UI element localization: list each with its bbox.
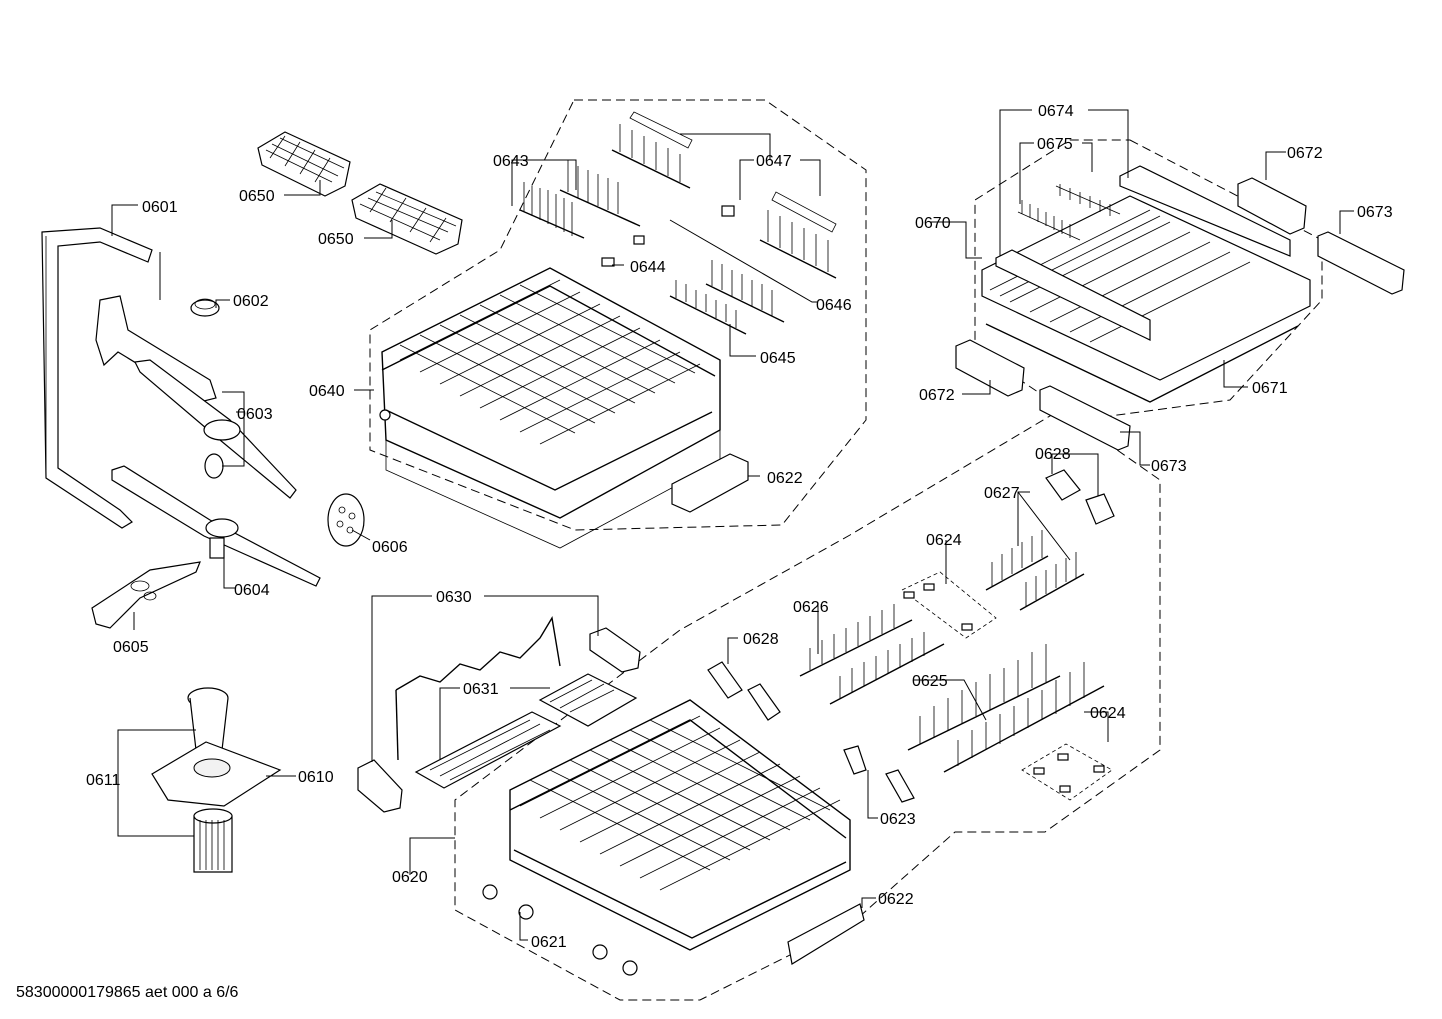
tine-rack-0643	[519, 160, 641, 239]
label-0626: 0626	[793, 599, 829, 616]
label-0671: 0671	[1252, 380, 1288, 397]
label-0643: 0643	[493, 153, 529, 170]
cutlery-tray-0631	[414, 673, 638, 789]
side-rail-0673-upper	[1317, 231, 1405, 295]
label-0672-upper: 0672	[1287, 145, 1323, 162]
label-0623: 0623	[880, 811, 916, 828]
label-0644: 0644	[630, 259, 666, 276]
lower-basket-group-outline	[454, 409, 1161, 1001]
cutlery-tray-0650-upper	[257, 131, 351, 197]
label-0673-lower: 0673	[1151, 458, 1187, 475]
pins-0624-lower	[1021, 743, 1113, 801]
label-0627: 0627	[984, 485, 1020, 502]
label-0674: 0674	[1038, 103, 1074, 120]
label-0672-lower: 0672	[919, 387, 955, 404]
label-0631: 0631	[463, 681, 499, 698]
label-0645: 0645	[760, 350, 796, 367]
label-0611: 0611	[86, 772, 121, 789]
tine-rack-0625	[907, 644, 1105, 773]
tine-rack-0645	[669, 260, 785, 335]
side-rail-0673-lower	[1039, 385, 1131, 451]
clips-0628-upper	[1045, 469, 1115, 525]
label-0630: 0630	[436, 589, 472, 606]
cutlery-tray-0650-lower	[351, 183, 463, 255]
label-0628-lower: 0628	[743, 631, 779, 648]
clip-0623	[843, 745, 915, 803]
label-0650-upper: 0650	[239, 188, 275, 205]
label-0601: 0601	[142, 199, 178, 216]
label-0624-upper: 0624	[926, 532, 962, 549]
pins-0624-upper	[901, 571, 997, 639]
label-0621: 0621	[531, 934, 567, 951]
spray-cover-0605	[91, 561, 201, 629]
leader-lines	[111, 109, 1354, 941]
document-id: 58300000179865 aet 000 a 6/6	[16, 984, 239, 1001]
label-0625: 0625	[912, 673, 948, 690]
label-0620: 0620	[392, 869, 428, 886]
label-0673-upper: 0673	[1357, 204, 1393, 221]
nut-0602	[190, 298, 220, 317]
upper-basket-group-outline	[369, 99, 867, 531]
label-0647: 0647	[756, 153, 792, 170]
lower-basket-0620	[509, 699, 851, 951]
upper-basket-0640	[379, 267, 721, 549]
label-0604: 0604	[234, 582, 270, 599]
clips-0628-lower	[707, 661, 781, 721]
label-0646: 0646	[816, 297, 852, 314]
label-0640: 0640	[309, 383, 345, 400]
label-0628-upper: 0628	[1035, 446, 1071, 463]
upper-spray-arm-0603	[95, 295, 297, 499]
filter-disc-0606	[327, 493, 365, 547]
label-0605: 0605	[113, 639, 149, 656]
basket-handle-0622-upper	[671, 453, 749, 513]
tine-rack-0627	[985, 530, 1085, 611]
tine-rack-0647	[611, 111, 837, 279]
label-0675: 0675	[1037, 136, 1073, 153]
wire-rack-0630	[357, 616, 641, 813]
label-0602: 0602	[233, 293, 269, 310]
wheels-0621	[482, 884, 638, 976]
label-0650-lower: 0650	[318, 231, 354, 248]
water-supply-pipe-0601	[41, 227, 153, 529]
part-labels: 0601 0602 0603 0604 0605 0606 0610 0611 …	[86, 103, 1393, 951]
label-0624-lower: 0624	[1090, 705, 1126, 722]
basket-handle-0622-lower	[787, 903, 865, 965]
tine-rack-0626	[799, 604, 945, 705]
side-rail-0672-lower	[955, 339, 1025, 397]
label-0622-upper: 0622	[767, 470, 803, 487]
label-0670: 0670	[915, 215, 951, 232]
filter-assembly-0610-0611	[151, 687, 282, 873]
lower-spray-arm-0604	[111, 465, 321, 587]
side-rail-0672-upper	[1237, 177, 1307, 235]
label-0606: 0606	[372, 539, 408, 556]
label-0610: 0610	[298, 769, 334, 786]
clip-0644	[601, 205, 735, 267]
label-0622-lower: 0622	[878, 891, 914, 908]
label-0603: 0603	[237, 406, 273, 423]
cutlery-tray-0670	[981, 165, 1311, 403]
